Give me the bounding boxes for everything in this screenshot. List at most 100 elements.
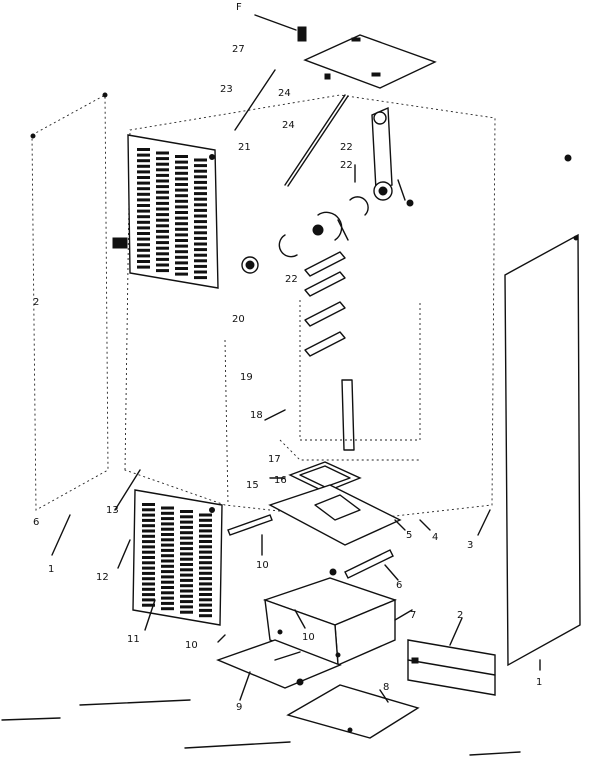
grille-slot bbox=[199, 524, 212, 528]
grille-slot bbox=[175, 194, 188, 198]
grille-slot bbox=[199, 614, 212, 618]
grille-slot bbox=[137, 181, 150, 185]
grille-slot bbox=[194, 186, 207, 190]
grille-slot bbox=[175, 166, 188, 170]
grille-slot bbox=[161, 527, 174, 531]
grille-slot bbox=[137, 232, 150, 235]
grille-slot bbox=[199, 587, 212, 591]
grille-slot bbox=[161, 586, 174, 589]
callout-1-right: 1 bbox=[536, 677, 542, 688]
callout-22-b: 22 bbox=[340, 160, 353, 171]
grille-slot bbox=[175, 267, 188, 270]
grille-slot bbox=[161, 570, 174, 574]
flue-assembly bbox=[371, 106, 414, 207]
grille-slot bbox=[199, 545, 212, 549]
callout-10-c: 10 bbox=[185, 640, 198, 651]
grille-slot bbox=[199, 518, 212, 522]
grille-slot bbox=[161, 559, 174, 563]
grille-slot bbox=[156, 162, 169, 166]
grille-slot bbox=[180, 589, 193, 593]
grille-slot bbox=[194, 248, 207, 252]
grille-slot bbox=[137, 248, 150, 252]
callout-10-a: 10 bbox=[256, 560, 269, 571]
callout-6: 6 bbox=[396, 580, 402, 591]
grille-slot bbox=[156, 229, 169, 233]
grille-slot bbox=[142, 545, 155, 549]
rod-24 bbox=[284, 94, 349, 187]
grille-slot bbox=[137, 159, 150, 163]
grille-slot bbox=[194, 259, 207, 263]
callout-labels: 1 1 2 2 3 4 5 6 6 7 8 9 10 10 10 11 12 1… bbox=[33, 2, 542, 713]
callout-16: 16 bbox=[274, 475, 287, 486]
right-side-panel bbox=[504, 233, 581, 667]
grille-slot bbox=[142, 529, 155, 533]
grille-slot bbox=[142, 603, 155, 607]
grille-slot bbox=[180, 552, 193, 556]
grille-slot bbox=[175, 177, 188, 181]
grille-slot bbox=[142, 550, 155, 554]
callout-18: 18 bbox=[250, 410, 263, 421]
callout-6-left: 6 bbox=[33, 517, 39, 528]
grille-slot bbox=[180, 563, 193, 566]
grille-slot bbox=[156, 224, 169, 228]
grille-slot bbox=[199, 540, 212, 543]
callout-4: 4 bbox=[432, 532, 438, 543]
grille-slot bbox=[161, 522, 174, 526]
grille-slot bbox=[199, 550, 212, 554]
grille-slot bbox=[161, 548, 174, 552]
grille-slot bbox=[199, 582, 212, 586]
grille-slot bbox=[142, 566, 155, 570]
grille-slot bbox=[175, 255, 188, 259]
top-plate bbox=[303, 34, 437, 89]
grille-slot bbox=[175, 239, 188, 242]
bar bbox=[344, 549, 394, 579]
grille-slot bbox=[137, 243, 150, 247]
grille-slot bbox=[180, 515, 193, 519]
leader-lines bbox=[51, 164, 541, 703]
lower-grille-panel bbox=[132, 489, 223, 626]
grille-slot bbox=[175, 205, 188, 209]
callout-f: F bbox=[236, 2, 242, 13]
grille-slot bbox=[194, 175, 207, 179]
grille-slot bbox=[156, 218, 169, 222]
grille-slot bbox=[180, 557, 193, 561]
grille-slot bbox=[161, 601, 174, 605]
grille-slot bbox=[199, 571, 212, 575]
grille-slot bbox=[142, 556, 155, 559]
heat-exchanger-tubes bbox=[304, 251, 346, 357]
grille-slot bbox=[142, 534, 155, 538]
grille-slot bbox=[194, 270, 207, 274]
grille-slot bbox=[199, 577, 212, 581]
grille-slot bbox=[137, 265, 150, 269]
grille-slot bbox=[137, 226, 150, 230]
gasket bbox=[288, 461, 362, 493]
grille-slot bbox=[180, 536, 193, 540]
screw bbox=[329, 568, 337, 576]
grille-slot bbox=[161, 533, 174, 536]
grille-slot bbox=[194, 276, 207, 280]
grille-slot bbox=[142, 593, 155, 597]
grille-slot bbox=[199, 608, 212, 612]
grille-slot bbox=[142, 540, 155, 544]
grille-slot bbox=[142, 571, 155, 575]
grille-slot bbox=[161, 506, 174, 510]
grille-slot bbox=[156, 173, 169, 177]
grille-slot bbox=[156, 151, 169, 155]
bolt bbox=[564, 154, 572, 162]
grille-slot bbox=[199, 593, 212, 596]
grille-slot bbox=[137, 148, 150, 151]
grille-slot bbox=[194, 225, 207, 229]
grille-slot bbox=[199, 598, 212, 602]
callout-7: 7 bbox=[410, 610, 416, 621]
grille-slot bbox=[194, 197, 207, 201]
grille-slot bbox=[180, 600, 193, 604]
grille-slot bbox=[175, 171, 188, 175]
bracket bbox=[407, 639, 496, 696]
grille-slot bbox=[161, 596, 174, 600]
grille-slot bbox=[156, 241, 169, 245]
grille-slot bbox=[156, 263, 169, 267]
grille-slot bbox=[180, 541, 193, 545]
grille-slot bbox=[161, 607, 174, 611]
cabinet-body bbox=[124, 94, 496, 521]
